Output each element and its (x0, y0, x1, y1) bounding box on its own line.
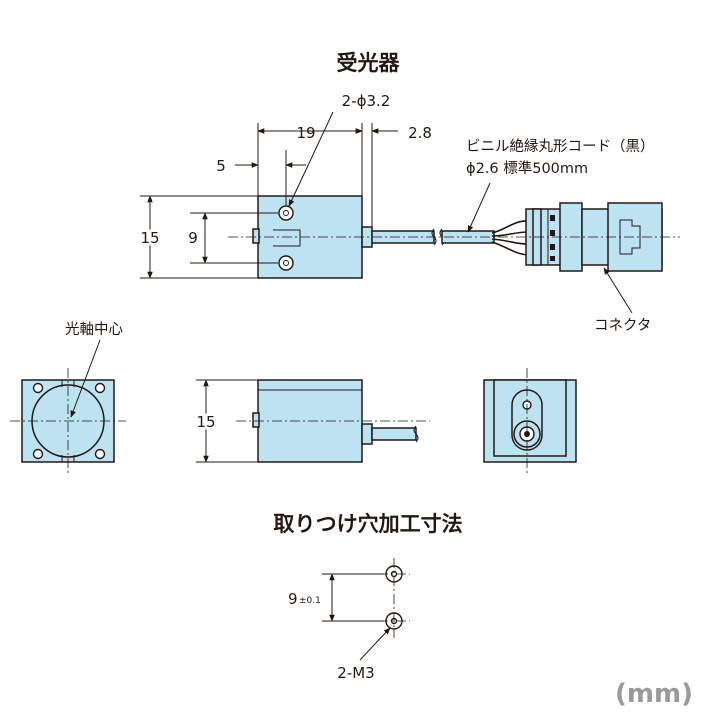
front-hole-tr (94, 382, 106, 394)
dim-side-height: 15 (196, 413, 215, 431)
front-hole-tl (32, 382, 44, 394)
side-view: 15 (194, 379, 430, 463)
dim-pitch: 9 (188, 229, 198, 247)
mount-hole-top (278, 205, 294, 221)
cord-note-line2: ϕ2.6 標準500mm (466, 160, 588, 177)
unit-label: (mm) (615, 679, 693, 709)
dim-mount-tolerance: ±0.1 (299, 596, 321, 606)
dim-offset: 5 (216, 157, 226, 175)
rear-view (483, 368, 577, 474)
dim-lead: 2.8 (408, 124, 432, 142)
side-notch (252, 228, 260, 244)
mounting-title: 取りつけ穴加工寸法 (273, 512, 462, 536)
dim-height: 15 (140, 229, 159, 247)
connector-label: コネクタ (594, 317, 651, 334)
dim-holes: 2-ϕ3.2 (342, 92, 391, 110)
mount-hole-bottom (278, 255, 294, 271)
front-view: 光軸中心 (10, 321, 126, 474)
mounting-view: 9 ±0.1 2-M3 (288, 558, 410, 682)
optical-axis-label: 光軸中心 (65, 321, 123, 338)
front-hole-bl (32, 448, 44, 460)
cord-note-line1: ビニル絶縁丸形コード（黒） (466, 138, 655, 155)
front-hole-br (94, 448, 106, 460)
top-view: 2-ϕ3.2 19 2.8 5 15 9 ビニル絶縁丸形コード（黒） ϕ2.6 … (138, 92, 680, 334)
dim-mount-holes: 2-M3 (337, 664, 374, 682)
receiver-title: 受光器 (337, 51, 401, 75)
dim-mount-pitch: 9 (288, 590, 298, 608)
dim-length: 19 (296, 124, 315, 142)
